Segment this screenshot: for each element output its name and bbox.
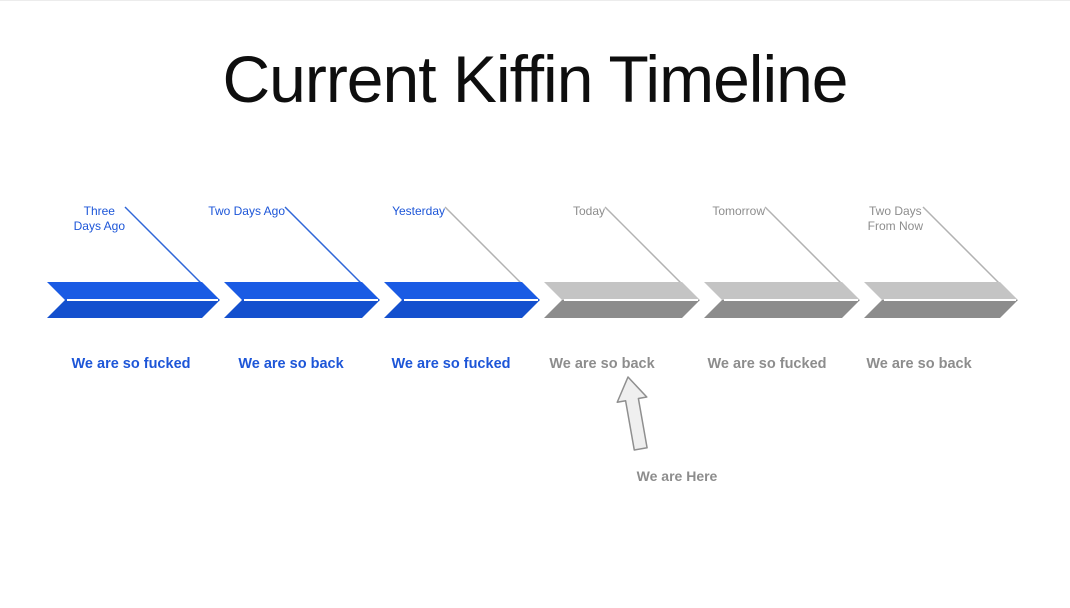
chevron-bottom-tomorrow [704,300,860,318]
callout-line-two-days-from-now [922,206,1002,286]
chevron-top-two-days-ago [224,282,380,300]
chevron-top-three-days-ago [47,282,220,300]
here-marker-label: We are Here [636,468,718,484]
date-label-two-days-from-now: Two Days From Now [867,204,923,233]
chevron-top-yesterday [384,282,540,300]
status-label-two-days-from-now: We are so back [866,356,972,372]
page-title: Current Kiffin Timeline [222,42,848,116]
date-label-three-days-ago: Three Days Ago [73,204,125,233]
status-label-yesterday: We are so fucked [391,356,511,372]
chevron-top-two-days-from-now [864,282,1018,300]
callout-line-today [604,206,684,286]
date-label-yesterday: Yesterday [392,204,445,218]
status-label-tomorrow: We are so fucked [707,356,827,372]
status-label-two-days-ago: We are so back [238,356,344,372]
status-label-today: We are so back [549,356,655,372]
callout-line-tomorrow [764,206,844,286]
chevron-top-today [544,282,700,300]
date-label-tomorrow: Tomorrow [712,204,765,218]
callout-line-three-days-ago [124,206,204,286]
chevron-bottom-two-days-from-now [864,300,1018,318]
chevron-bottom-two-days-ago [224,300,380,318]
here-arrow-icon [616,376,648,451]
date-label-today: Today [572,204,605,218]
chevron-bottom-today [544,300,700,318]
chevron-bottom-yesterday [384,300,540,318]
status-label-three-days-ago: We are so fucked [71,356,191,372]
chevron-bottom-three-days-ago [47,300,220,318]
callout-line-yesterday [444,206,524,286]
chevron-top-tomorrow [704,282,860,300]
date-label-two-days-ago: Two Days Ago [208,204,285,218]
callout-line-two-days-ago [284,206,364,286]
